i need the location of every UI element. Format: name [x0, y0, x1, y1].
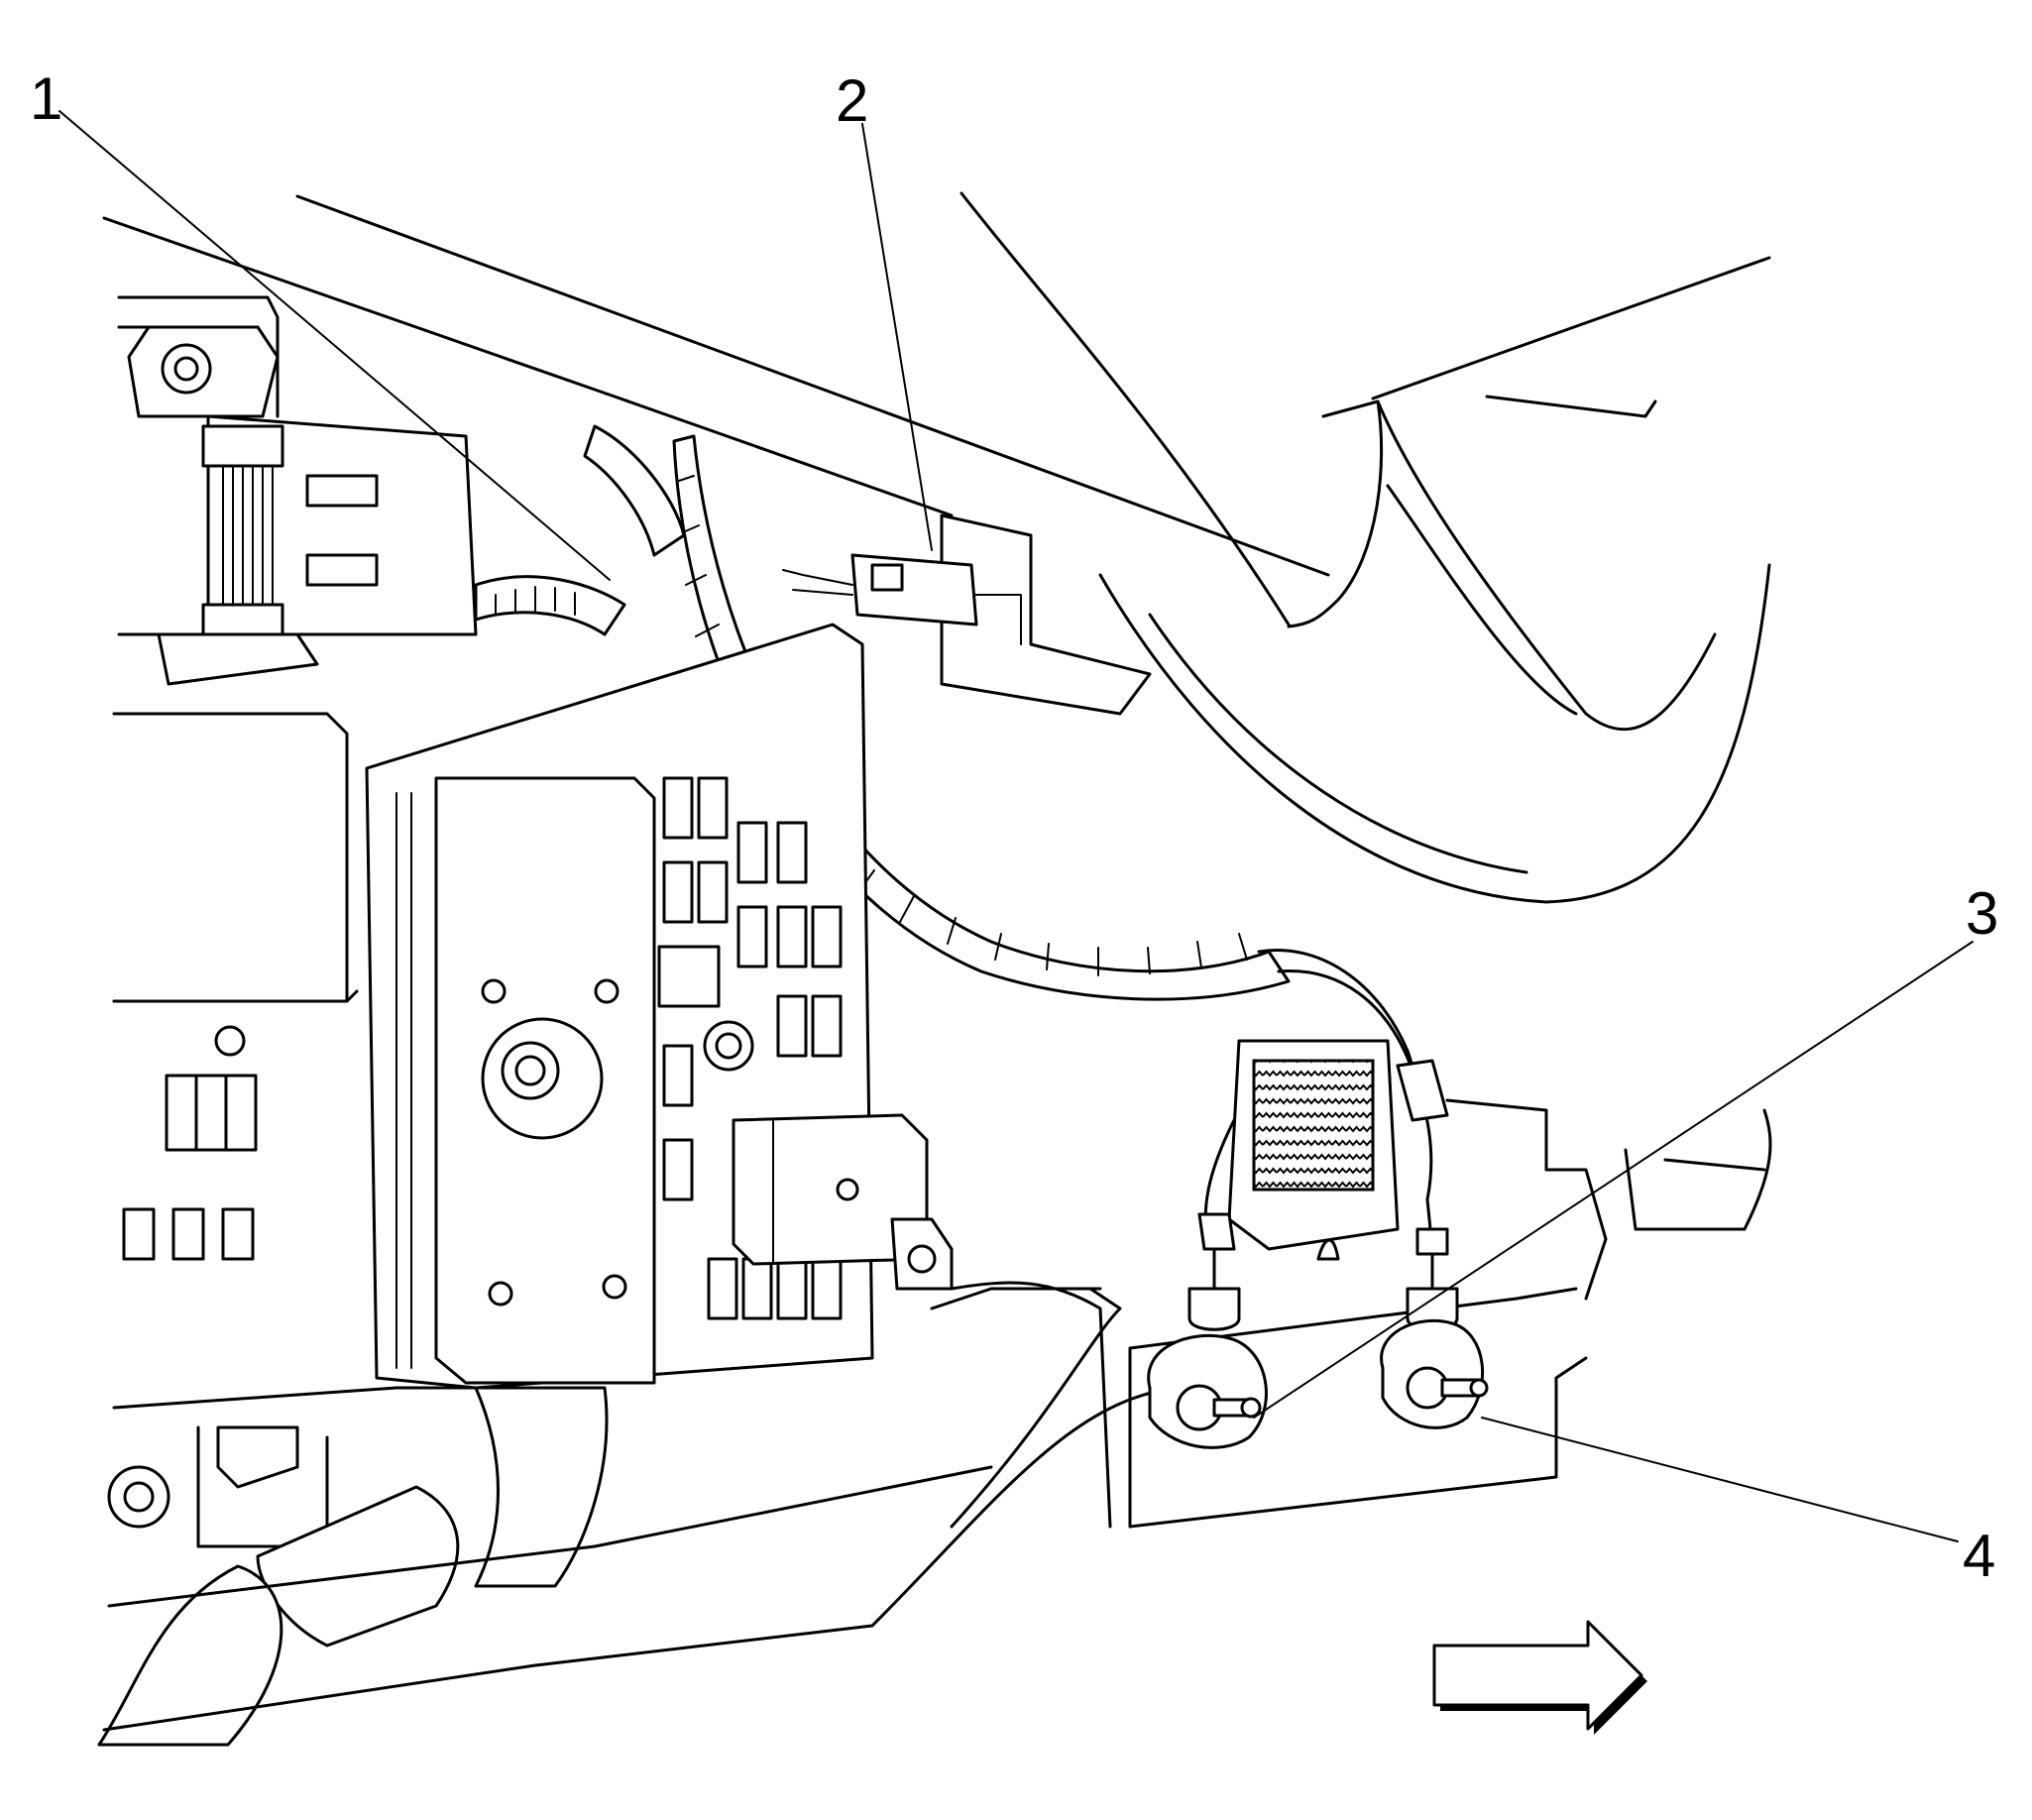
- callout-4: 4: [1963, 1523, 1995, 1589]
- fuse-block: [365, 623, 954, 1390]
- callout-leaders: [58, 110, 1974, 1542]
- ground-module: [1187, 949, 1459, 1331]
- callout-3: 3: [1966, 880, 1998, 947]
- lower-panel: [870, 1098, 1772, 1628]
- steering-column: [102, 191, 1771, 904]
- left-panel: [107, 712, 498, 1548]
- fuse-array: [662, 776, 843, 1320]
- ground-stud-left: [1147, 1333, 1268, 1449]
- ground-stud-right: [1380, 1318, 1489, 1429]
- right-arrow-icon: [1432, 1620, 1647, 1735]
- lower-harness: [97, 1386, 993, 1747]
- module-connector: [782, 513, 1152, 716]
- upper-left-bracket: [117, 295, 478, 686]
- callout-1: 1: [30, 65, 62, 132]
- callout-2: 2: [836, 67, 868, 134]
